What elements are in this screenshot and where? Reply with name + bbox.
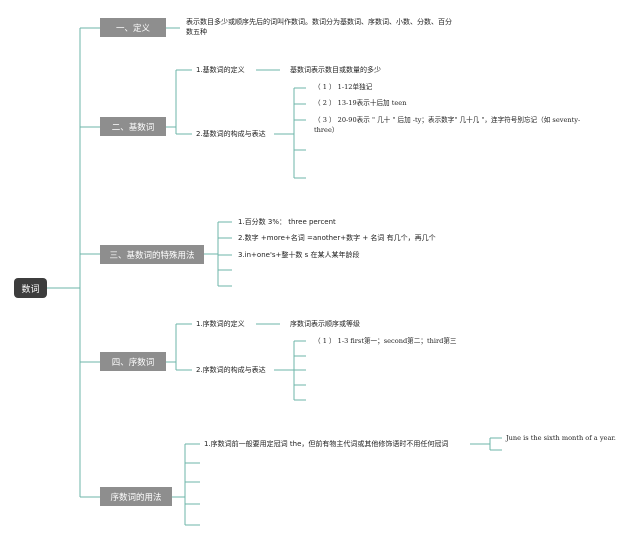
section-ordinal-usage: 序数词的用法	[100, 487, 172, 506]
ordinal-definition-text: 序数词表示顺序或等级	[290, 320, 360, 328]
cardinal-rule-2: （ 2 ） 13-19表示十后加 teen	[314, 99, 407, 107]
section-definition: 一、定义	[100, 18, 166, 37]
cardinal-definition-label: 1.基数词的定义	[196, 66, 245, 74]
root-node-shuci: 数词	[14, 278, 47, 298]
special-usage-3: 3.in+one's+整十数 s 在某人某年龄段	[238, 251, 360, 259]
ordinal-usage-example: June is the sixth month of a year.	[506, 434, 616, 442]
cardinal-rule-3: （ 3 ） 20-90表示 " 几十 " 后加 -ty；表示数字" 几十几 "，…	[314, 116, 581, 134]
section-ordinal-numbers: 四、序数词	[100, 352, 166, 371]
cardinal-rule-1: （ 1 ） 1-12单独记	[314, 83, 373, 91]
ordinal-rule-1: （ 1 ） 1-3 first第一；second第二；third第三	[314, 337, 457, 345]
special-usage-2: 2.数字 +more+名词 =another+数字 + 名词 有几个，再几个	[238, 234, 436, 242]
section-cardinal-numbers: 二、基数词	[100, 117, 166, 136]
section-cardinal-special-usage: 三、基数词的特殊用法	[100, 245, 204, 264]
ordinal-usage-1: 1.序数词前一般要用定冠词 the，但前有物主代词或其他修饰语时不用任何冠词	[204, 440, 449, 448]
special-usage-1: 1.百分数 3%： three percent	[238, 218, 336, 226]
ordinal-definition-label: 1.序数词的定义	[196, 320, 245, 328]
cardinal-formation-label: 2.基数词的构成与表达	[196, 130, 266, 138]
definition-text: 表示数目多少或顺序先后的词叫作数词。数词分为基数词、序数词、小数、分数、百分数五…	[186, 18, 452, 36]
cardinal-definition-text: 基数词表示数目或数量的多少	[290, 66, 381, 74]
ordinal-formation-label: 2.序数词的构成与表达	[196, 366, 266, 374]
